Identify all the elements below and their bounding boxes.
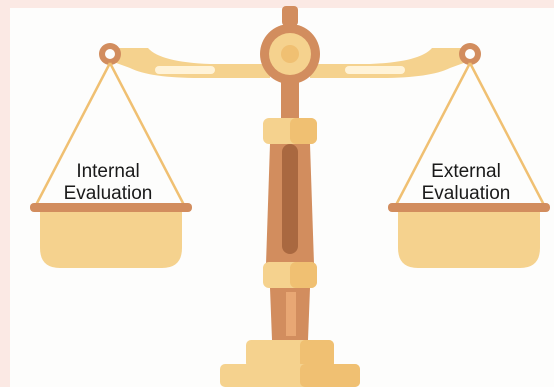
scale-column xyxy=(263,82,317,340)
scale-beam xyxy=(108,48,472,78)
left-pan-label-line2: Evaluation xyxy=(64,183,153,204)
right-pan-label-line2: Evaluation xyxy=(422,183,511,204)
pivot-hub xyxy=(260,24,320,84)
scale-base xyxy=(220,340,360,387)
left-pan-label-line1: Internal xyxy=(76,161,139,182)
left-pan-strings xyxy=(34,62,186,206)
right-pan xyxy=(388,203,550,268)
scale-finial xyxy=(282,6,298,26)
right-pan-label-line1: External xyxy=(431,161,501,182)
right-pan-strings xyxy=(394,62,546,206)
left-pan xyxy=(30,203,192,268)
